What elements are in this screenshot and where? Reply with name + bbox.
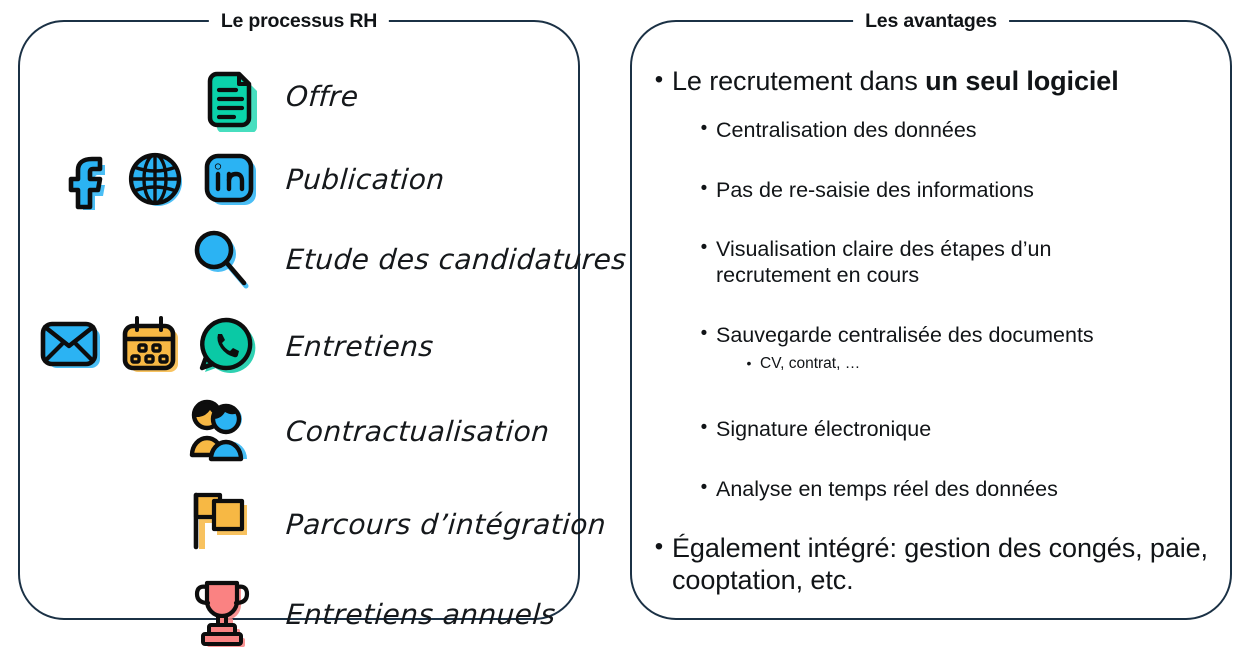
process-step-publication: Publication — [20, 140, 446, 218]
list-spacer — [646, 373, 1246, 403]
advantage-item: • Centralisation des données — [692, 104, 1246, 144]
advantages-panel-title: Les avantages — [853, 9, 1009, 33]
advantage-text: Centralisation des données — [716, 117, 977, 142]
globe-icon — [128, 152, 182, 206]
list-spacer — [646, 144, 1246, 164]
process-panel: Le processus RH Offre — [18, 9, 628, 647]
icon-group-entretiens — [20, 310, 260, 382]
bullet-glyph: • — [654, 533, 664, 561]
icon-group-offre — [20, 60, 260, 132]
advantage-item: • Signature électronique — [692, 403, 1246, 443]
advantage-text: CV, contrat, … — [760, 354, 861, 372]
bullet-glyph: • — [654, 66, 664, 93]
process-step-label: Entretiens — [284, 329, 435, 363]
bullet-glyph: • — [700, 237, 708, 259]
two-people-icon — [189, 399, 247, 462]
magnifier-icon — [194, 230, 249, 289]
advantage-text: Analyse en temps réel des données — [716, 477, 1058, 502]
calendar-icon — [122, 316, 178, 372]
advantage-text-prefix: Le recrutement dans — [672, 66, 926, 96]
advantage-item: • CV, contrat, … — [738, 349, 1246, 374]
process-panel-title: Le processus RH — [208, 9, 390, 33]
icon-group-entretiens-annuels — [20, 578, 260, 650]
process-step-label: Publication — [284, 162, 446, 196]
advantage-item: • Le recrutement dans un seul logiciel — [646, 66, 1246, 98]
bullet-glyph: • — [746, 354, 752, 371]
advantage-item: • Également intégré: gestion des congés,… — [646, 533, 1246, 597]
icon-group-contractualisation — [20, 395, 260, 467]
advantage-text: Également intégré: gestion des congés, p… — [672, 533, 1208, 595]
bullet-glyph: • — [700, 177, 708, 199]
advantages-bullet-list: • Le recrutement dans un seul logiciel •… — [646, 66, 1246, 603]
icon-group-parcours — [20, 488, 260, 560]
process-step-label: Contractualisation — [284, 414, 551, 448]
process-step-entretiens-annuels: Entretiens annuels — [20, 575, 557, 653]
process-step-list: Offre — [20, 22, 628, 647]
trophy-icon — [194, 580, 250, 647]
advantage-item: • Analyse en temps réel des données — [692, 463, 1246, 503]
bullet-glyph: • — [700, 477, 708, 499]
icon-group-publication — [20, 143, 260, 215]
advantage-text: Sauvegarde centralisée des documents — [716, 323, 1094, 348]
whatsapp-phone-icon — [199, 317, 256, 373]
advantage-text: Signature électronique — [716, 417, 932, 442]
linkedin-icon — [204, 153, 256, 205]
process-step-label: Entretiens annuels — [284, 597, 557, 631]
process-step-etude: Etude des candidatures — [20, 220, 628, 298]
bullet-glyph: • — [700, 117, 708, 139]
advantage-text: Visualisation claire des étapes d’un rec… — [716, 237, 1052, 288]
advantage-item: • Visualisation claire des étapes d’un r… — [692, 223, 1112, 289]
advantage-text-bold: un seul logiciel — [925, 66, 1119, 96]
document-icon — [207, 71, 257, 132]
process-step-contractualisation: Contractualisation — [20, 392, 551, 470]
bullet-glyph: • — [700, 417, 708, 439]
envelope-icon — [40, 321, 100, 368]
advantages-panel: Les avantages • Le recrutement dans un s… — [630, 9, 1232, 620]
advantage-item: • Sauvegarde centralisée des documents — [692, 309, 1246, 349]
flag-icon — [193, 492, 247, 550]
advantage-item: • Pas de re-saisie des informations — [692, 164, 1246, 204]
process-step-label: Offre — [284, 79, 360, 113]
list-spacer — [646, 203, 1246, 223]
advantage-text: Pas de re-saisie des informations — [716, 177, 1034, 202]
process-step-label: Parcours d’intégration — [284, 507, 608, 541]
facebook-icon — [68, 156, 105, 210]
list-spacer — [646, 289, 1246, 309]
icon-group-etude — [20, 223, 260, 295]
list-spacer — [646, 503, 1246, 533]
process-step-entretiens: Entretiens — [20, 307, 435, 385]
process-step-offre: Offre — [20, 57, 360, 135]
advantage-text: Le recrutement dans un seul logiciel — [672, 66, 1246, 98]
list-spacer — [646, 443, 1246, 463]
bullet-glyph: • — [700, 323, 708, 345]
process-step-parcours: Parcours d’intégration — [20, 485, 608, 563]
process-step-label: Etude des candidatures — [284, 242, 628, 276]
